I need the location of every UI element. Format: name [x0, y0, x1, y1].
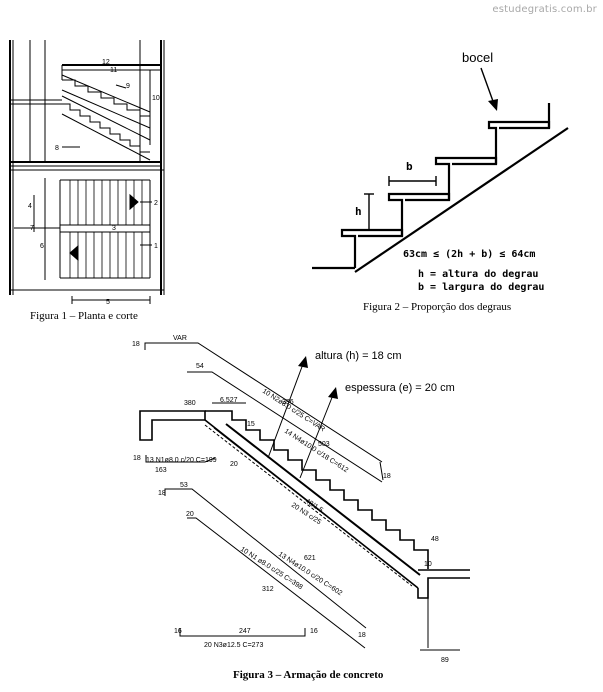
fig3-label-20a: 20 [230, 461, 238, 468]
fig1-label-5: 5 [106, 299, 110, 306]
fig3-label-var: VAR [173, 335, 187, 342]
fig1-label-7: 7 [30, 225, 34, 232]
fig3-label-396: 396 [282, 399, 294, 406]
fig3-label-503: 503 [318, 441, 330, 448]
fig3-label-16a: 16 [174, 628, 182, 635]
fig3-label-54: 54 [196, 363, 204, 370]
legend-h: h = altura do degrau [418, 269, 538, 280]
fig3-label-18d: 18 [158, 490, 166, 497]
fig3-bar3: 13 N1ø8.0 c/20 C=199 [146, 457, 217, 464]
fig1-label-2: 2 [154, 200, 158, 207]
fig3-label-48: 48 [431, 536, 439, 543]
fig1-label-1: 1 [154, 243, 158, 250]
espessura-label: espessura (e) = 20 cm [345, 382, 455, 394]
proportion-formula: 63cm ≤ (2h + b) ≤ 64cm [403, 249, 535, 260]
fig1-label-3: 3 [112, 225, 116, 232]
fig3-bar7: 20 N3ø12.5 C=273 [204, 642, 263, 649]
bocel-label: bocel [462, 50, 493, 65]
fig3-label-15: 15 [247, 421, 255, 428]
fig3-label-89: 89 [441, 657, 449, 664]
legend-b: b = largura do degrau [418, 282, 544, 293]
fig3-label-10: 10 [424, 561, 432, 568]
fig3-label-312: 312 [262, 586, 274, 593]
fig3-label-18e: 18 [358, 632, 366, 639]
fig1-label-12: 12 [102, 59, 110, 66]
fig3-label-53: 53 [180, 482, 188, 489]
fig3-label-621: 621 [304, 555, 316, 562]
figure3-caption: Figura 3 – Armação de concreto [233, 669, 384, 681]
fig1-label-10: 10 [152, 95, 160, 102]
fig3-label-18c: 18 [133, 455, 141, 462]
fig1-label-11: 11 [110, 67, 117, 74]
fig3-label-18b: 18 [383, 473, 391, 480]
fig1-label-8: 8 [55, 145, 59, 152]
fig3-label-6527: 6.527 [220, 397, 238, 404]
b-label: b [406, 160, 413, 173]
fig3-label-20b: 20 [186, 511, 194, 518]
fig1-label-6: 6 [40, 243, 44, 250]
figure1-caption: Figura 1 – Planta e corte [30, 310, 138, 322]
fig1-label-9: 9 [126, 83, 130, 90]
altura-label: altura (h) = 18 cm [315, 350, 402, 362]
watermark: estudegratis.com.br [492, 4, 597, 15]
fig3-bar1: 10 N2ø8.0 c/25 C=VAR [261, 388, 326, 434]
fig3-label-16b: 16 [310, 628, 318, 635]
fig3-label-247: 247 [239, 628, 251, 635]
fig1-label-4: 4 [28, 203, 32, 210]
fig3-label-163: 163 [155, 467, 167, 474]
h-label: h [355, 205, 362, 218]
fig3-label-18a: 18 [132, 341, 140, 348]
fig3-label-380: 380 [184, 400, 196, 407]
figure2-caption: Figura 2 – Proporção dos degraus [363, 301, 512, 313]
